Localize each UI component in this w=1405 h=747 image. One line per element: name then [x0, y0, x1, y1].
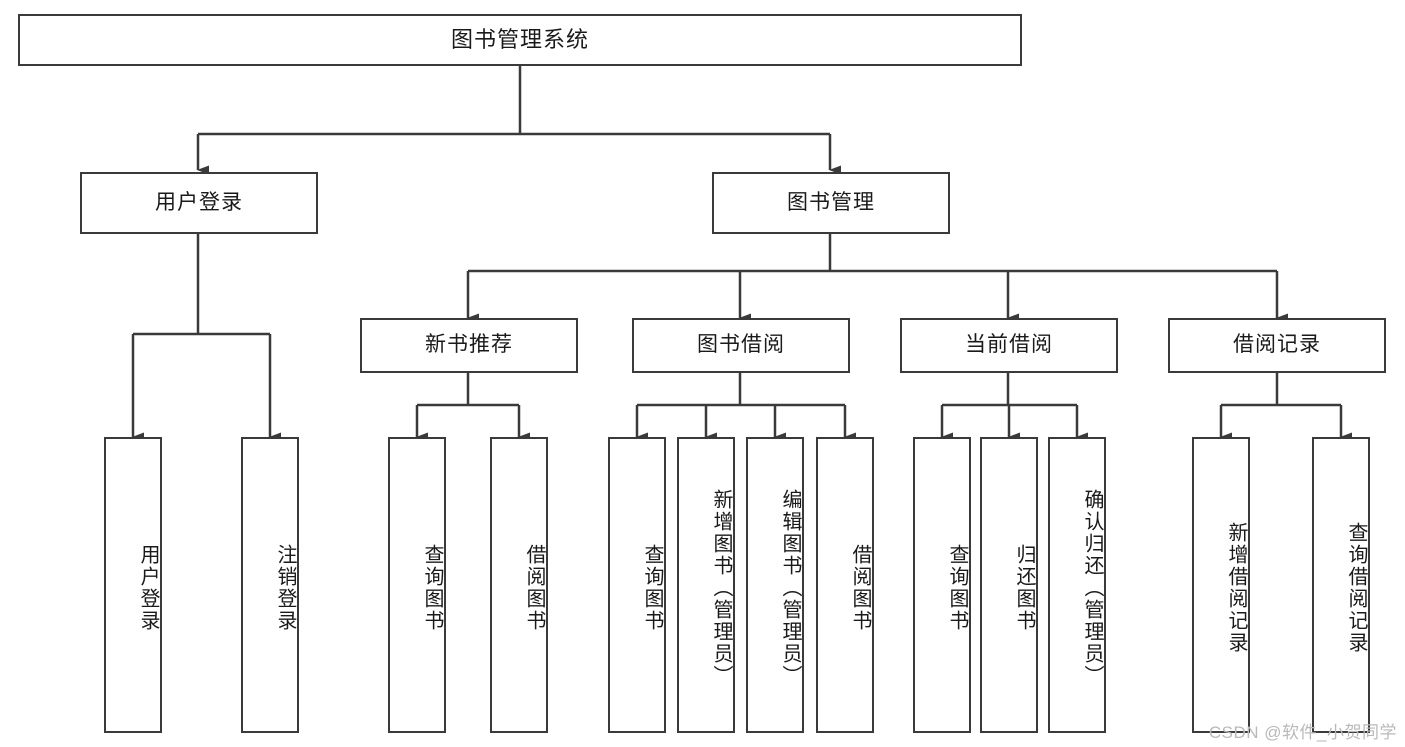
node-label: 用户登录 — [137, 544, 159, 632]
node-borrow-record[interactable]: 借阅记录 — [1168, 318, 1386, 373]
leaf-current-return-book[interactable]: 归还图书 — [980, 437, 1038, 733]
node-label: 图书借阅 — [697, 333, 785, 357]
node-user-login[interactable]: 用户登录 — [80, 172, 318, 234]
node-label: 查询图书 — [641, 544, 663, 632]
node-book-borrow[interactable]: 图书借阅 — [632, 318, 850, 373]
node-label: 用户登录 — [155, 190, 243, 214]
node-label: 借阅记录 — [1233, 333, 1321, 357]
leaf-user-login-login[interactable]: 用户登录 — [104, 437, 162, 733]
leaf-current-query-book[interactable]: 查询图书 — [913, 437, 971, 733]
node-label: 新增图书（管理员） — [710, 489, 732, 687]
node-label: 归还图书 — [1013, 544, 1035, 632]
node-label: 借阅图书 — [849, 544, 871, 632]
node-label: 查询图书 — [946, 544, 968, 632]
leaf-borrow-add-book-admin[interactable]: 新增图书（管理员） — [677, 437, 735, 733]
node-label: 新书推荐 — [425, 333, 513, 357]
node-label: 查询图书 — [421, 544, 443, 632]
node-label: 图书管理系统 — [450, 27, 589, 53]
node-label: 借阅图书 — [523, 544, 545, 632]
leaf-borrow-edit-book-admin[interactable]: 编辑图书（管理员） — [746, 437, 804, 733]
node-label: 图书管理 — [787, 190, 875, 214]
leaf-user-login-logout[interactable]: 注销登录 — [241, 437, 299, 733]
node-label: 注销登录 — [274, 544, 296, 632]
node-label: 当前借阅 — [965, 333, 1053, 357]
node-label: 编辑图书（管理员） — [779, 489, 801, 687]
leaf-record-query-record[interactable]: 查询借阅记录 — [1312, 437, 1370, 733]
node-new-book-recommend[interactable]: 新书推荐 — [360, 318, 578, 373]
leaf-current-confirm-return-admin[interactable]: 确认归还（管理员） — [1048, 437, 1106, 733]
leaf-recommend-borrow-book[interactable]: 借阅图书 — [490, 437, 548, 733]
node-root-system[interactable]: 图书管理系统 — [18, 14, 1022, 66]
csdn-watermark: CSDN @软件_小贺同学 — [1208, 723, 1397, 742]
leaf-record-add-record[interactable]: 新增借阅记录 — [1192, 437, 1250, 733]
node-current-borrow[interactable]: 当前借阅 — [900, 318, 1118, 373]
node-label: 确认归还（管理员） — [1081, 489, 1103, 687]
node-label: 新增借阅记录 — [1225, 522, 1247, 654]
node-book-management[interactable]: 图书管理 — [712, 172, 950, 234]
node-label: 查询借阅记录 — [1345, 522, 1367, 654]
leaf-recommend-query-book[interactable]: 查询图书 — [388, 437, 446, 733]
leaf-borrow-query-book[interactable]: 查询图书 — [608, 437, 666, 733]
leaf-borrow-borrow-book[interactable]: 借阅图书 — [816, 437, 874, 733]
